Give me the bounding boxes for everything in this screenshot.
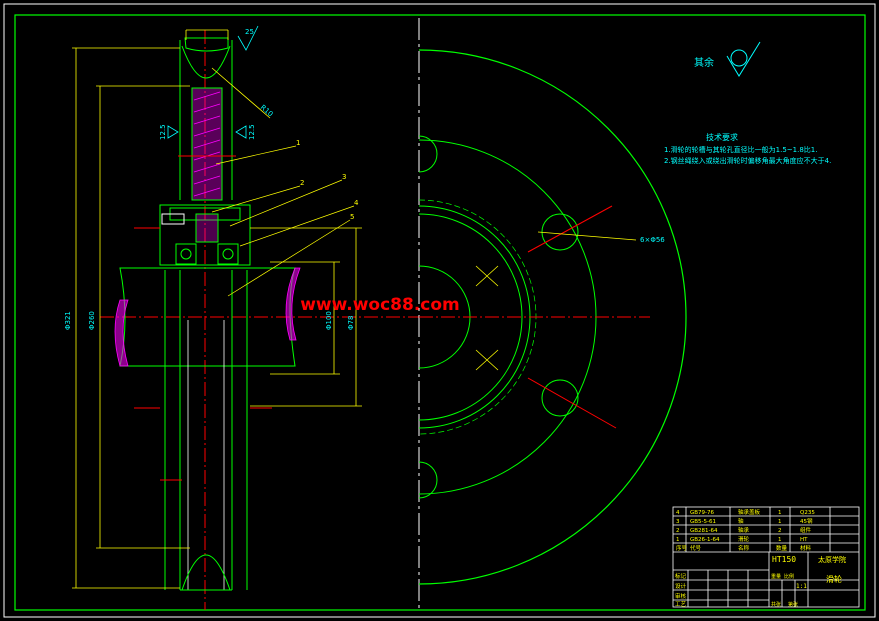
title-row-4: 工艺 — [675, 601, 687, 608]
hub — [159, 204, 251, 266]
title-scale: 1:1 — [796, 583, 807, 590]
parts-header-qty: 数量 — [776, 544, 788, 552]
bearing-right — [217, 243, 239, 265]
part-row-4-name: 滑轮 — [738, 535, 750, 543]
inner-frame — [14, 14, 866, 611]
balloon-3: 3 — [342, 173, 346, 181]
hole-lower — [541, 379, 579, 417]
hub-arc-inner — [418, 213, 523, 421]
part-row-3-name: 轴承 — [738, 526, 750, 534]
part-row-4-material: HT — [800, 537, 808, 543]
hole-top-half — [418, 135, 438, 173]
dim-d2: Φ260 — [88, 311, 96, 330]
roughness-tick-icon — [726, 41, 761, 77]
lower-groove — [181, 554, 231, 591]
roughness-check-icon — [730, 49, 748, 67]
tech-requirements: 技术要求 1.滑轮的轮槽与其轮孔直径比一般为1.5~1.8比1. 2.钢丝绳绕入… — [664, 132, 831, 165]
sheet-label-3: 共张 — [771, 601, 781, 608]
roughness-other: 其余 — [694, 41, 761, 77]
dim-right-roughness: 12.5 — [248, 124, 256, 140]
parts-header-no: 序号 — [676, 544, 688, 552]
part-row-3-code: GB281-64 — [690, 528, 718, 534]
hole-note-leader — [537, 231, 637, 241]
part-row-4-code: GB26-1-64 — [690, 537, 720, 543]
part-row-1-name: 轴承盖板 — [738, 508, 761, 516]
roughness-other-label: 其余 — [694, 56, 714, 69]
title-school: 太原学院 — [818, 555, 846, 564]
outer-frame — [3, 3, 876, 618]
part-row-2-material: 45钢 — [800, 517, 813, 525]
roughness-symbols — [167, 25, 259, 139]
title-material: HT150 — [772, 555, 796, 564]
leader-lines — [211, 145, 355, 297]
bearing-ball-right — [222, 248, 234, 260]
rim-sides — [179, 40, 233, 200]
hole-note: 6×Φ56 — [640, 236, 665, 244]
section-view: 1 2 3 4 5 Φ321 Φ260 Φ100 Φ78 R10 12.5 12… — [64, 25, 420, 610]
title-row-1: 标记 — [675, 572, 687, 580]
shaft-break-right — [285, 267, 301, 341]
front-view: 6×Φ56 — [418, 18, 687, 610]
part-row-4-no: 1 — [676, 537, 680, 543]
tech-title: 技术要求 — [706, 132, 738, 142]
watermark-text: www.woc88.com — [300, 295, 460, 315]
parts-header-code: 代号 — [690, 544, 702, 552]
part-row-3-qty: 2 — [778, 528, 782, 534]
sheet-label-1: 重量 — [771, 573, 781, 580]
parts-header-material: 材料 — [800, 544, 812, 552]
hole-bottom-half — [418, 461, 438, 499]
part-row-3-material: 组件 — [800, 526, 812, 534]
hole-centerlines — [419, 205, 650, 429]
dim-d4: Φ78 — [347, 316, 355, 330]
sheet-label-2: 比例 — [784, 573, 794, 580]
roughness-left-icon — [167, 125, 179, 139]
rim-top — [184, 37, 229, 52]
roughness-right-icon — [235, 125, 247, 139]
title-drawing-name: 滑轮 — [826, 574, 842, 584]
balloon-5: 5 — [350, 213, 354, 221]
parts-header-name: 名称 — [738, 544, 750, 552]
bearing-ball-left — [180, 248, 192, 260]
part-row-2-code: GB5-5-61 — [690, 519, 716, 525]
center-marks — [134, 155, 272, 481]
balloon-labels: 1 2 3 4 5 — [296, 139, 359, 221]
dim-d3: Φ100 — [325, 311, 333, 330]
part-row-1-material: Q235 — [800, 510, 815, 516]
title-block-text: HT150 太原学院 滑轮 1:1 标记 设计 审核 工艺 重量 比例 共张 第… — [675, 555, 846, 608]
parts-list-text: 4 GB79-76 轴承盖板 1 Q235 3 GB5-5-61 轴 1 45钢… — [676, 508, 815, 552]
roughness-top-icon — [237, 25, 259, 51]
part-row-2-qty: 1 — [778, 519, 782, 525]
balloon-4: 4 — [354, 199, 359, 207]
shaft-break-left — [114, 299, 129, 367]
x-marks — [475, 265, 499, 371]
dim-top-roughness: 25 — [245, 28, 254, 36]
part-row-1-qty: 1 — [778, 510, 782, 516]
title-row-3: 审核 — [675, 592, 687, 600]
outer-rim-arc — [418, 49, 687, 585]
title-row-2: 设计 — [675, 582, 687, 590]
sheet-label-4: 第张 — [788, 601, 798, 608]
tech-item-2: 2.钢丝绳绕入或绕出滑轮时偏移角最大角度应不大于4. — [664, 156, 831, 165]
bearing-left — [175, 243, 197, 265]
part-row-4-qty: 1 — [778, 537, 782, 543]
hub-hatch — [195, 213, 219, 243]
part-row-2-name: 轴 — [738, 517, 744, 525]
title-block — [672, 506, 860, 608]
tech-item-1: 1.滑轮的轮槽与其轮孔直径比一般为1.5~1.8比1. — [664, 145, 818, 154]
dimension-lines — [72, 29, 362, 589]
set-screw — [161, 213, 185, 225]
part-row-2-no: 3 — [676, 519, 680, 525]
groove-curve — [181, 45, 231, 79]
balloon-2: 2 — [300, 179, 304, 187]
part-row-1-no: 4 — [676, 510, 680, 516]
part-row-1-code: GB79-76 — [690, 510, 715, 516]
dim-d1: Φ321 — [64, 311, 72, 330]
balloon-1: 1 — [296, 139, 300, 147]
part-row-3-no: 2 — [676, 528, 680, 534]
dim-left-roughness: 12.5 — [159, 124, 167, 140]
web-hatch-lines — [193, 91, 221, 197]
